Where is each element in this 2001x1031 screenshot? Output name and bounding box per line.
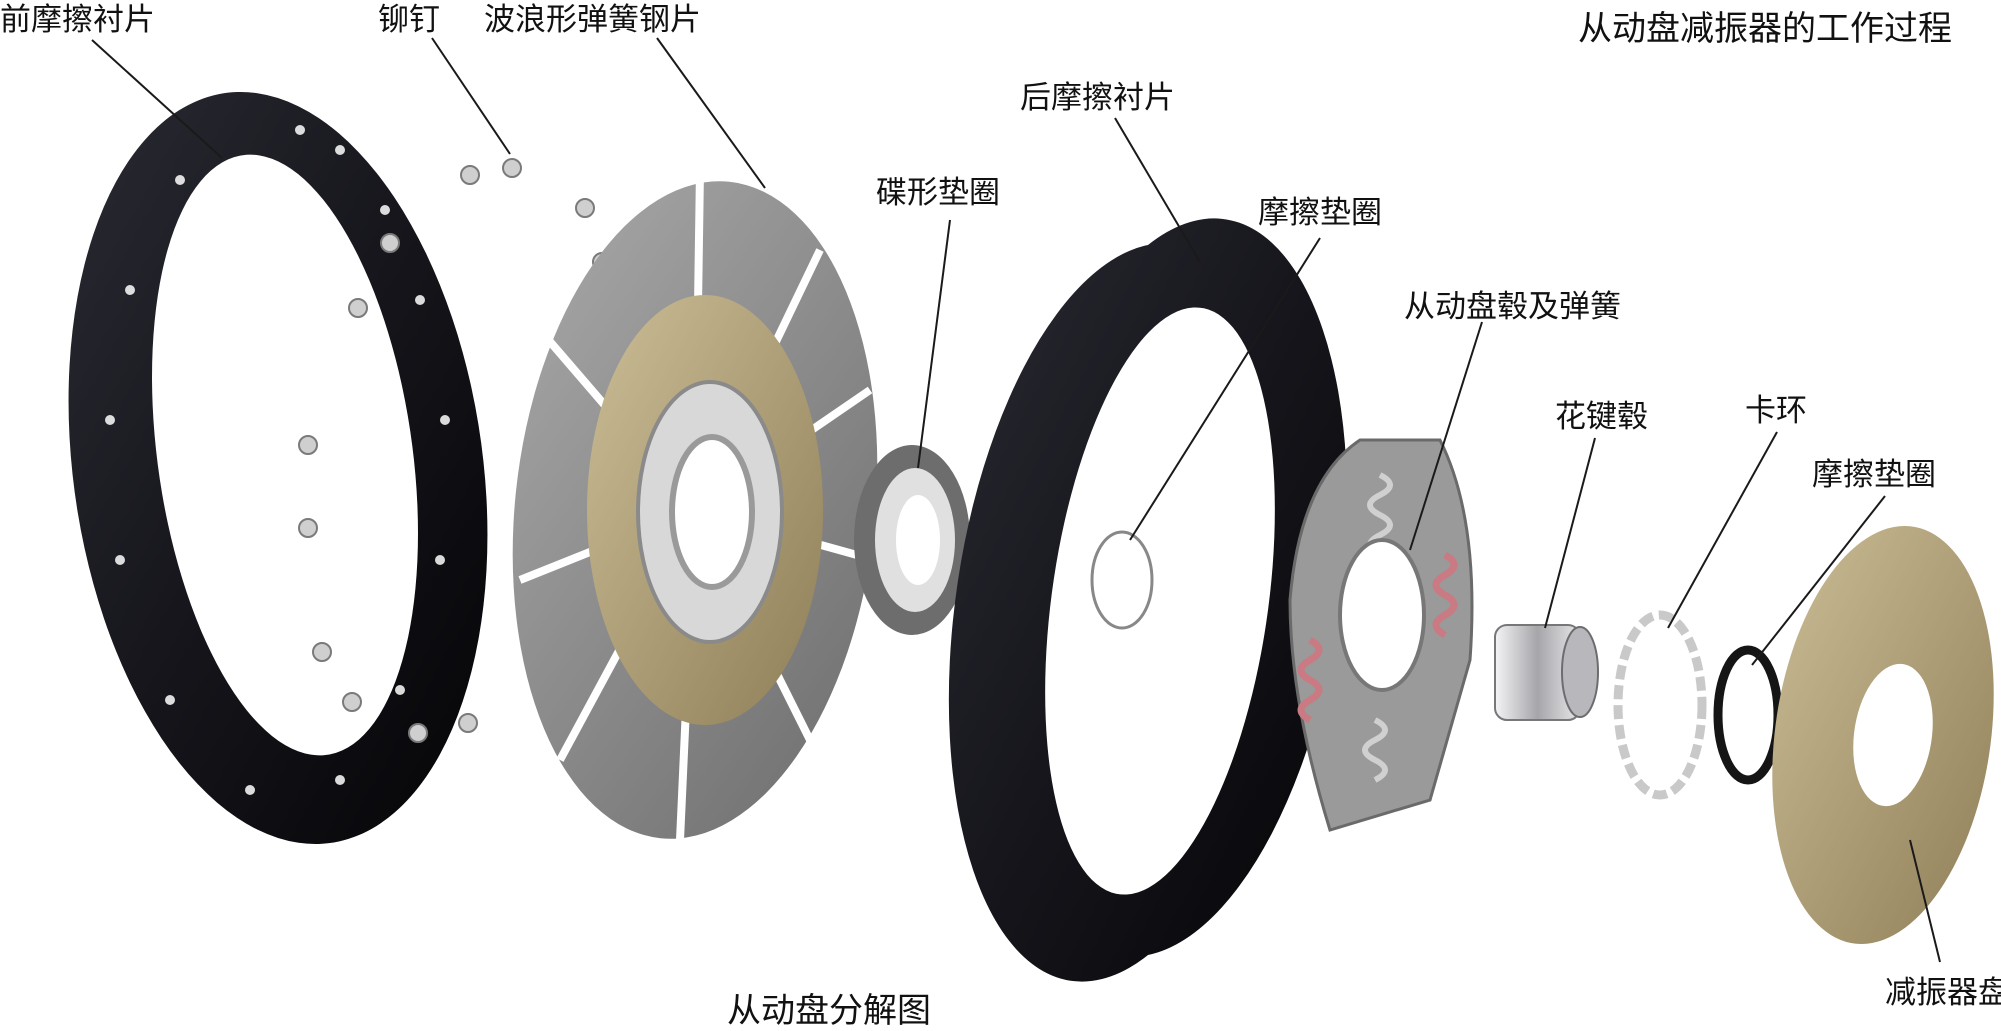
friction-washer-2-part <box>1713 645 1783 785</box>
front-friction-lining-part <box>68 92 488 845</box>
disc-washer-part <box>854 445 970 635</box>
label-spline-hub: 花键毂 <box>1555 399 1648 435</box>
label-rear-friction-lining: 后摩擦衬片 <box>1020 80 1175 116</box>
label-front-friction-lining: 前摩擦衬片 <box>0 2 155 38</box>
damper-plate-part <box>1772 526 1994 944</box>
label-damper-plate: 减振器盘 <box>1885 975 2001 1011</box>
rivets-part <box>298 158 612 743</box>
leader-lines <box>91 37 1941 963</box>
label-friction-washer-2: 摩擦垫圈 <box>1812 457 1936 493</box>
label-snap-ring: 卡环 <box>1745 393 1807 429</box>
wave-spring-steel-plate-part <box>512 169 878 841</box>
label-wave-spring-steel-plate: 波浪形弹簧钢片 <box>484 2 701 38</box>
diagram-caption: 从动盘分解图 <box>727 991 931 1031</box>
spline-hub-part <box>1494 624 1599 721</box>
label-friction-washer-1: 摩擦垫圈 <box>1258 195 1382 231</box>
label-hub-and-springs: 从动盘毂及弹簧 <box>1404 289 1621 325</box>
label-rivet: 铆钉 <box>378 2 440 38</box>
hub-and-springs-part <box>1288 438 1474 832</box>
label-disc-washer: 碟形垫圈 <box>876 175 1000 211</box>
diagram-title: 从动盘减振器的工作过程 <box>1578 9 1952 49</box>
snap-ring-part <box>1613 610 1707 800</box>
rear-friction-lining-part <box>948 218 1348 982</box>
